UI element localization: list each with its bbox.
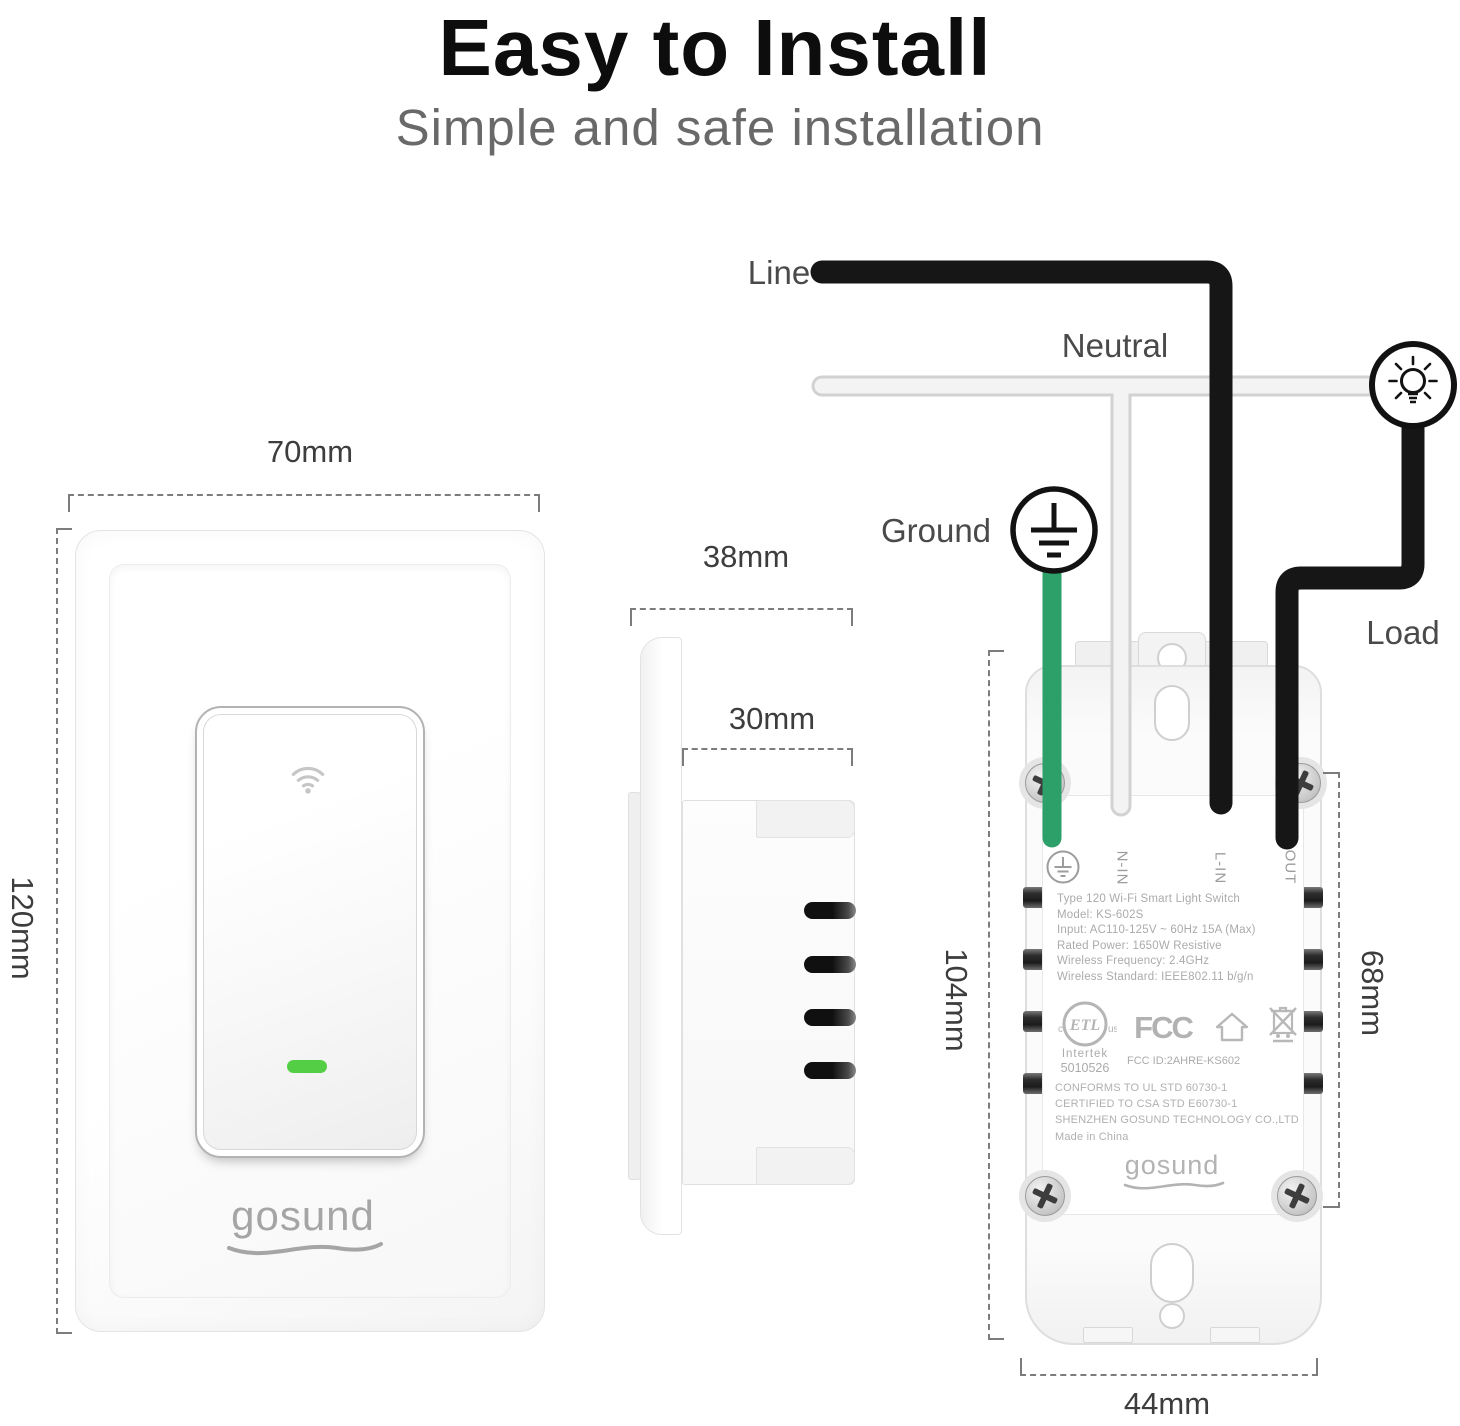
light-bulb-icon [1369, 341, 1457, 429]
ground-wire-label: Ground [880, 512, 992, 549]
page-title: Easy to Install [438, 3, 992, 92]
line-wire-label: Line [747, 254, 811, 291]
front-width-dimension: 70mm [266, 434, 354, 469]
fcc-id-text: FCC ID:2AHRE-KS602 [1127, 1055, 1241, 1067]
side-box-depth-dim-line [682, 748, 853, 750]
svg-text:us: us [1108, 1024, 1117, 1035]
spring-clip [1023, 1011, 1048, 1032]
terminal-out: OUT [1281, 849, 1299, 885]
fcc-logo: FCC [1134, 1010, 1194, 1045]
heatsink-slot [804, 1009, 856, 1026]
weee-bin-icon [1269, 1006, 1297, 1043]
back-height-dim-line [988, 650, 990, 1340]
svg-text:c: c [1058, 1024, 1063, 1035]
bottom-notch [1083, 1327, 1133, 1343]
spring-clip [1298, 949, 1323, 970]
side-wall-plate [640, 637, 682, 1235]
spring-clip [1298, 887, 1323, 908]
spring-clip [1023, 1073, 1048, 1094]
terminal-l-in: L-IN [1211, 851, 1229, 885]
ground-symbol-icon [1010, 486, 1098, 574]
wifi-icon [291, 766, 325, 794]
spring-clip [1298, 1011, 1323, 1032]
front-height-dimension: 120mm [5, 876, 40, 980]
screw [1025, 763, 1065, 803]
heatsink-slot [804, 902, 856, 919]
bottom-notch [1210, 1327, 1260, 1343]
house-icon [1215, 1012, 1249, 1042]
mounting-slot-hole [1154, 685, 1190, 741]
front-width-dim-line [68, 494, 540, 496]
heatsink-slot [804, 1062, 856, 1079]
spring-clip [1023, 887, 1048, 908]
bottom-round-hole [1159, 1303, 1185, 1329]
led-indicator [287, 1060, 327, 1073]
brand-logo-swoosh-back [1123, 1181, 1225, 1190]
spec-label [1042, 795, 1304, 1215]
page-subtitle: Simple and safe installation [395, 99, 1045, 156]
etl-lab-text: Intertek [1061, 1048, 1109, 1060]
terminal-block-dim-line [1338, 772, 1340, 1208]
etl-number: 5010526 [1060, 1061, 1110, 1075]
back-width-dimension: 44mm [1123, 1386, 1211, 1421]
side-box-depth-dimension: 30mm [728, 701, 816, 736]
spec-text: Type 120 Wi-Fi Smart Light Switch Model:… [1057, 893, 1256, 983]
svg-text:ETL: ETL [1069, 1017, 1100, 1034]
spring-clip [1298, 1073, 1323, 1094]
side-body-step-bottom [756, 1147, 855, 1185]
bottom-slot-hole [1150, 1243, 1194, 1303]
screw [1281, 763, 1321, 803]
compliance-text: CONFORMS TO UL STD 60730-1 CERTIFIED TO … [1055, 1082, 1299, 1143]
etl-mark-icon: ETL c us [1058, 1001, 1117, 1047]
brand-logo-swoosh [227, 1242, 383, 1256]
side-switch-body [682, 800, 855, 1185]
side-depth-dimension: 38mm [702, 539, 790, 574]
switch-button[interactable] [195, 706, 425, 1158]
terminal-n-in: N-IN [1113, 850, 1131, 886]
ground-terminal-icon [1046, 850, 1080, 884]
back-width-dim-line [1020, 1374, 1318, 1376]
terminal-block-dimension: 68mm [1355, 949, 1390, 1037]
screw [1025, 1176, 1065, 1216]
heatsink-slot [804, 956, 856, 973]
back-height-dimension: 104mm [939, 948, 974, 1052]
brand-logo-front: gosund [231, 1192, 375, 1239]
side-body-step-top [756, 800, 855, 838]
spring-clip [1023, 949, 1048, 970]
side-depth-dim-line [630, 608, 853, 610]
load-wire-label: Load [1366, 614, 1440, 651]
screw [1277, 1176, 1317, 1216]
brand-logo-back: gosund [1124, 1150, 1220, 1180]
neutral-wire-label: Neutral [1061, 327, 1169, 364]
front-height-dim-line [56, 528, 58, 1334]
